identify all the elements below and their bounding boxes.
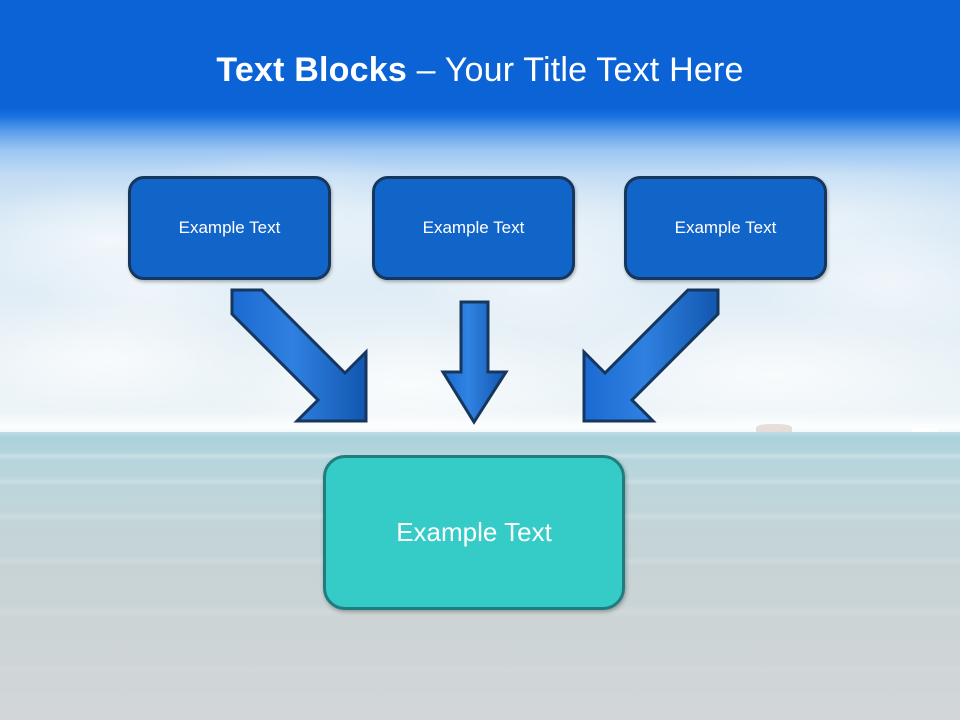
slide-title: Text Blocks – Your Title Text Here <box>0 48 960 92</box>
text-block-3[interactable]: Example Text <box>624 176 827 280</box>
text-block-2[interactable]: Example Text <box>372 176 575 280</box>
text-block-2-label: Example Text <box>422 218 525 237</box>
text-block-1[interactable]: Example Text <box>128 176 331 280</box>
text-block-result[interactable]: Example Text <box>323 455 625 610</box>
text-block-result-label: Example Text <box>396 517 552 547</box>
slide-title-bold: Text Blocks <box>216 51 417 89</box>
slide-title-rest: – Your Title Text Here <box>416 51 744 89</box>
text-block-1-label: Example Text <box>178 218 281 237</box>
text-block-3-label: Example Text <box>674 218 777 237</box>
